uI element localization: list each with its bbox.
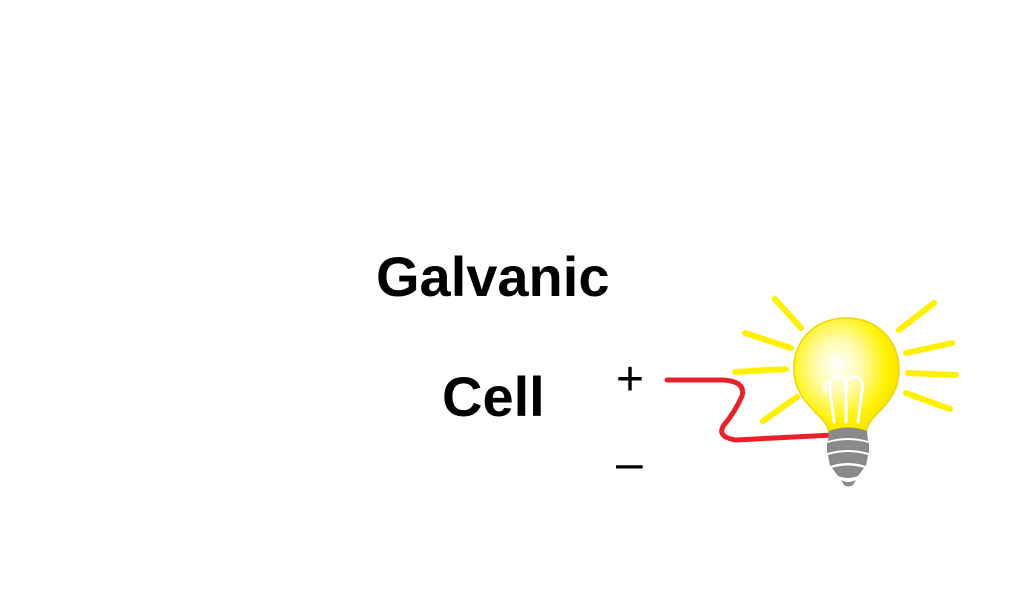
positive-terminal-label: + xyxy=(616,353,645,406)
negative-terminal-label: – xyxy=(616,437,643,490)
light-rays xyxy=(732,296,959,424)
title-cell: Cell xyxy=(442,365,545,428)
light-bulb-icon xyxy=(732,296,959,487)
bulb-filament xyxy=(823,375,864,424)
title-galvanic: Galvanic xyxy=(376,245,610,308)
bulb-base xyxy=(827,427,869,487)
connecting-wire xyxy=(664,377,836,443)
